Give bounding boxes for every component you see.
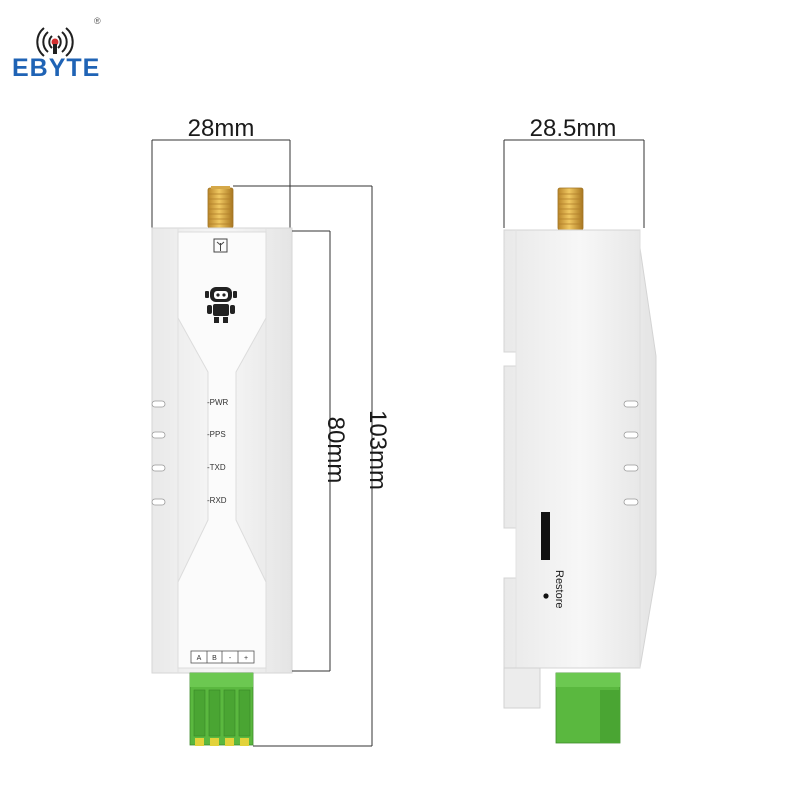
front-led-windows (151, 400, 166, 506)
front-width-label: 28mm (188, 115, 255, 142)
side-housing (503, 229, 657, 669)
led-label-rxd: -RXD (207, 496, 227, 505)
front-width-dimension: 28mm (151, 115, 291, 228)
signal-icon (36, 27, 74, 57)
robot-icon (205, 287, 237, 323)
brand-name: EBYTE (12, 54, 100, 82)
side-sma-connector (557, 187, 584, 231)
terminal-b: B (212, 655, 217, 662)
terminal-minus: - (229, 655, 232, 662)
terminal-a: A (197, 655, 202, 662)
side-green-terminal-block (555, 672, 621, 744)
terminal-plus: + (244, 655, 248, 662)
signal-mast (53, 44, 57, 54)
antenna-icon (213, 238, 228, 253)
din-clip (503, 667, 541, 709)
side-width-label: 28.5mm (530, 115, 617, 142)
brand-logo: EBYTE ® (12, 16, 101, 82)
body-height-label: 80mm (322, 417, 349, 484)
body-height-dimension: 80mm (292, 230, 349, 672)
sma-connector (207, 186, 234, 229)
front-face-panel (177, 231, 267, 669)
total-height-dimension: 103mm (233, 185, 391, 747)
terminal-label-strip: A B - + (190, 650, 255, 664)
side-view: 28.5mm Restore (503, 115, 657, 744)
restore-slot (541, 512, 550, 560)
total-height-label: 103mm (364, 410, 391, 490)
restore-button (543, 593, 549, 599)
side-width-dimension: 28.5mm (503, 115, 645, 228)
signal-dot (51, 38, 59, 46)
front-view: 28mm (151, 115, 391, 747)
led-label-pwr: -PWR (207, 398, 229, 407)
led-label-txd: -TXD (207, 463, 226, 472)
led-label-pps: -PPS (207, 430, 226, 439)
green-terminal-block (189, 672, 254, 746)
registered-mark: ® (94, 16, 101, 26)
restore-label: Restore (553, 570, 565, 609)
side-led-pipes (623, 400, 639, 506)
